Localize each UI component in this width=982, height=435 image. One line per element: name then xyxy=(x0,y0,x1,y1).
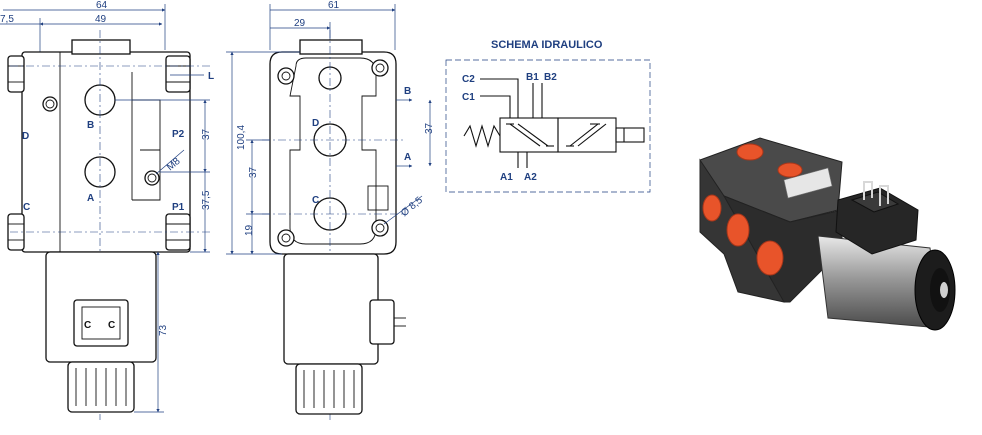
side-connector xyxy=(369,299,395,345)
side-label-c: C xyxy=(312,195,319,206)
schema-box-right xyxy=(557,117,617,153)
front-label-p1: P1 xyxy=(172,202,185,213)
dim-49: 49 xyxy=(95,14,107,25)
side-dim-37: 37 xyxy=(248,166,259,178)
photo-label-plate xyxy=(783,167,833,199)
side-mount-hole-tl xyxy=(277,67,295,85)
front-screw-top-left xyxy=(7,55,25,93)
side-solenoid-body xyxy=(283,253,379,365)
side-dim-d8-5: Ø 8,5 xyxy=(399,195,425,219)
product-photo xyxy=(699,137,956,331)
side-dim-29: 29 xyxy=(294,18,306,29)
front-screw-top-right xyxy=(165,55,191,93)
side-top-boss xyxy=(299,39,363,55)
schema-frame xyxy=(445,59,651,193)
schema-label-a1: A1 xyxy=(500,172,513,183)
front-label-a: A xyxy=(87,193,94,204)
schema-label-c1: C1 xyxy=(462,92,475,103)
front-knob xyxy=(67,361,135,413)
schema-label-b2: B2 xyxy=(544,72,557,83)
schema-spring xyxy=(463,124,501,148)
side-label-d: D xyxy=(312,118,319,129)
front-label-b: B xyxy=(87,120,94,131)
schema-label-a2: A2 xyxy=(524,172,537,183)
schema-actuator xyxy=(615,127,645,143)
dim-64: 64 xyxy=(96,0,108,11)
side-dim-100-4: 100,4 xyxy=(236,125,247,150)
side-view: 61 29 D C B A Ø 8,5 xyxy=(226,0,425,420)
front-view: 64 49 7,5 xyxy=(0,0,214,420)
schema-title: SCHEMA IDRAULICO xyxy=(491,39,603,51)
front-valve-body xyxy=(21,51,191,253)
front-dim-37: 37 xyxy=(201,128,212,140)
front-m8-hole xyxy=(144,170,160,186)
side-dim-61: 61 xyxy=(328,0,340,11)
front-label-l: L xyxy=(208,71,214,82)
front-label-c: C xyxy=(23,202,30,213)
port-plug-icon xyxy=(702,143,803,276)
front-label-d: D xyxy=(22,131,29,142)
side-label-b: B xyxy=(404,86,411,97)
front-top-boss xyxy=(71,39,131,55)
schema-box-left xyxy=(499,117,559,153)
front-dim-37-5: 37,5 xyxy=(201,190,212,210)
front-mount-hole xyxy=(42,96,58,112)
front-connector xyxy=(73,299,129,347)
schema-label-c2: C2 xyxy=(462,74,475,85)
schema-dim-37: 37 xyxy=(424,122,435,134)
schema-label-b1: B1 xyxy=(526,72,539,83)
front-dim-73: 73 xyxy=(158,324,169,336)
side-knob xyxy=(295,363,363,415)
dim-7-5: 7,5 xyxy=(0,14,14,25)
front-label-p2: P2 xyxy=(172,129,185,140)
side-mount-hole-bl xyxy=(277,229,295,247)
svg-text:C: C xyxy=(84,320,91,331)
side-mount-hole-tr xyxy=(371,59,389,77)
side-dim-19: 19 xyxy=(244,224,255,236)
svg-text:C: C xyxy=(108,320,115,331)
side-label-a: A xyxy=(404,152,411,163)
hydraulic-schema: SCHEMA IDRAULICO C2 B1 B2 C1 A1 A2 37 xyxy=(424,39,651,193)
